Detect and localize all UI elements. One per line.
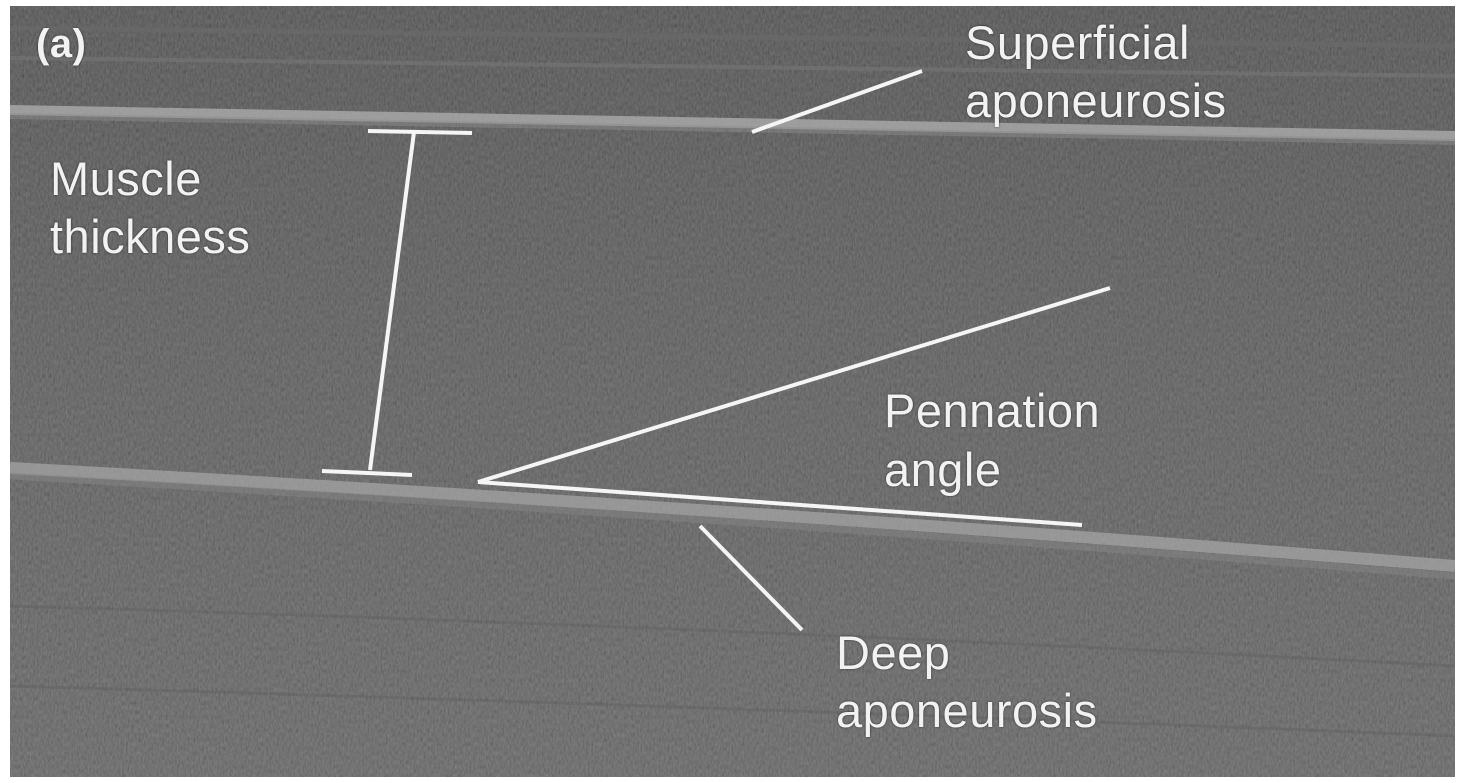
- superficial-aponeurosis-label-line1: Superficial: [965, 18, 1190, 68]
- pennation-angle-label-line2: angle: [884, 445, 1002, 495]
- superficial-aponeurosis-label-line2: aponeurosis: [965, 76, 1227, 126]
- thickness-top-cap: [368, 131, 472, 133]
- pennation-angle-label-line1: Pennation: [884, 386, 1100, 436]
- superficial-pointer-line: [752, 71, 922, 132]
- deep-aponeurosis-label-line2: aponeurosis: [836, 686, 1098, 736]
- deep-pointer-line: [700, 526, 802, 630]
- thickness-bottom-cap: [322, 471, 412, 475]
- muscle-thickness-label-line1: Muscle: [50, 154, 202, 204]
- muscle-thickness-label-line2: thickness: [50, 212, 250, 262]
- thickness-measure-line: [370, 132, 414, 470]
- deep-aponeurosis-label-line1: Deep: [836, 628, 950, 678]
- panel-label: (a): [36, 22, 86, 66]
